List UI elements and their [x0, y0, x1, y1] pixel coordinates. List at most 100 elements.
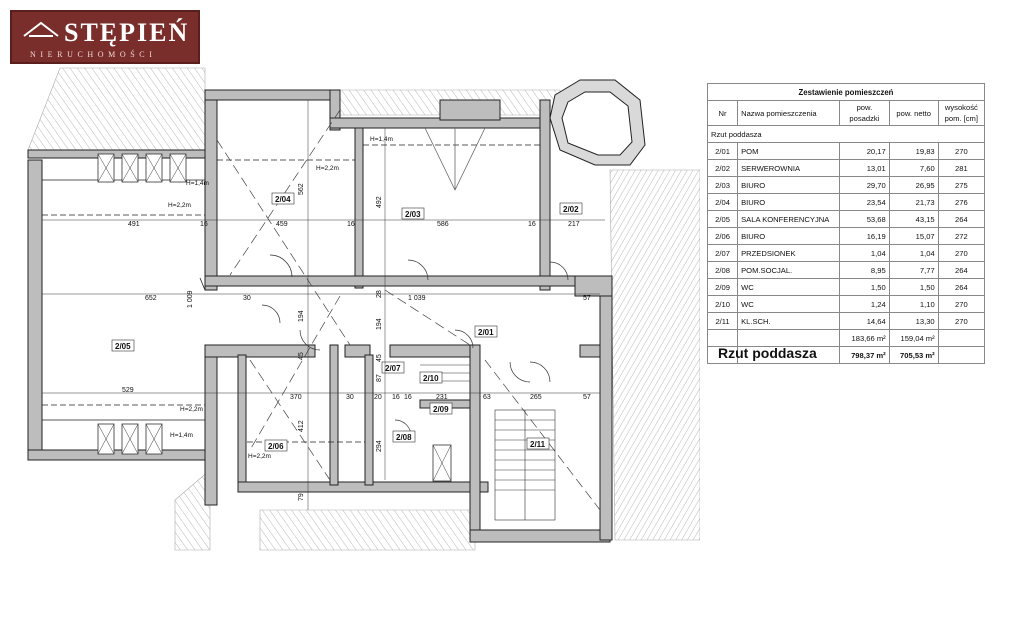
- dimension: 45: [376, 354, 383, 362]
- cell-height: 270: [937, 295, 986, 313]
- cell-name: KL.SCH.: [737, 312, 841, 330]
- cell-nr: 2/02: [706, 159, 739, 177]
- cell-nr: 2/07: [706, 244, 739, 262]
- cell-gross: 14,64: [839, 312, 890, 330]
- room-label-2-11: 2/11: [530, 440, 546, 449]
- height-note: H=1,4m: [170, 432, 193, 439]
- logo-brand: STĘPIEŃ: [64, 18, 190, 47]
- height-note: H=2,2m: [180, 406, 203, 413]
- cell-height: 272: [937, 227, 986, 245]
- dimension: 63: [483, 394, 491, 401]
- dimension: 294: [376, 440, 383, 452]
- col-name: Nazwa pomieszczenia: [737, 100, 841, 126]
- dimension: 217: [568, 221, 580, 228]
- logo-tagline: NIERUCHOMOŚCI: [30, 50, 157, 59]
- roof-left-top: [27, 67, 206, 151]
- dimension: 57: [583, 295, 591, 302]
- cell-height: 264: [937, 210, 986, 228]
- cell-net: 7,60: [888, 159, 939, 177]
- cell-gross: 53,68: [839, 210, 890, 228]
- table-title: Zestawienie pomieszczeń: [707, 83, 985, 101]
- floor-plan: 2/04 2/03 2/02 2/05 2/01 2/07 2/10 2/09 …: [27, 67, 700, 551]
- cell-net: 1,50: [888, 278, 939, 296]
- dimension: 529: [122, 387, 134, 394]
- dimension: 562: [298, 183, 305, 195]
- cell-nr: 2/09: [706, 278, 739, 296]
- corner-tower: [549, 79, 646, 166]
- cell-nr: 2/01: [706, 142, 739, 160]
- cell-net: 13,30: [888, 312, 939, 330]
- table-section: Rzut poddasza: [707, 125, 985, 143]
- dimension: 16: [392, 394, 400, 401]
- cell-name: PRZEDSIONEK: [737, 244, 841, 262]
- cell-height: 270: [937, 244, 986, 262]
- cell-nr: 2/08: [706, 261, 739, 279]
- total-gross: 798,37 m²: [839, 346, 890, 364]
- cell-nr: 2/04: [706, 193, 739, 211]
- cell-name: BIURO: [737, 193, 841, 211]
- cell-name: WC: [737, 295, 841, 313]
- room-labels: 2/04 2/03 2/02 2/05 2/01 2/07 2/10 2/09 …: [111, 192, 583, 452]
- cell-gross: 16,19: [839, 227, 890, 245]
- dimension: 57: [583, 394, 591, 401]
- dimension: 30: [346, 394, 354, 401]
- room-label-2-10: 2/10: [423, 374, 439, 383]
- cell-net: 26,95: [888, 176, 939, 194]
- dimension: 87: [376, 374, 383, 382]
- cell-net: 21,73: [888, 193, 939, 211]
- dimension: 459: [276, 221, 288, 228]
- dimension: 16: [347, 221, 355, 228]
- room-label-2-05: 2/05: [115, 342, 131, 351]
- roof-bottom-mid: [259, 509, 476, 551]
- cell-gross: 8,95: [839, 261, 890, 279]
- cell-gross: 1,50: [839, 278, 890, 296]
- dimension: 265: [530, 394, 542, 401]
- cell-nr: 2/11: [706, 312, 739, 330]
- subtotal-gross: 183,66 m²: [839, 329, 890, 347]
- cell-net: 1,04: [888, 244, 939, 262]
- room-schedule: Zestawienie pomieszczeń Nr Nazwa pomiesz…: [706, 83, 986, 364]
- plan-caption: Rzut poddasza: [718, 345, 817, 361]
- dimension: 412: [298, 420, 305, 432]
- cell-height: 270: [937, 142, 986, 160]
- cell-net: 43,15: [888, 210, 939, 228]
- room-label-2-09: 2/09: [433, 405, 449, 414]
- cell-nr: 2/06: [706, 227, 739, 245]
- col-gross: pow. posadzki: [839, 100, 890, 126]
- company-logo: STĘPIEŃ NIERUCHOMOŚCI: [10, 10, 200, 64]
- house-logo-icon: [23, 21, 59, 37]
- cell-name: SALA KONFERENCYJNA: [737, 210, 841, 228]
- cell-name: POM.SOCJAL.: [737, 261, 841, 279]
- cell-height: 276: [937, 193, 986, 211]
- dimension: 16: [404, 394, 412, 401]
- cell-height: 281: [937, 159, 986, 177]
- cell-net: 1,10: [888, 295, 939, 313]
- cell-name: WC: [737, 278, 841, 296]
- height-note: H=1,4m: [186, 180, 209, 187]
- cell-gross: 1,24: [839, 295, 890, 313]
- cell-gross: 20,17: [839, 142, 890, 160]
- cell-gross: 13,01: [839, 159, 890, 177]
- dimension: 1 009: [187, 290, 194, 308]
- col-nr: Nr: [706, 100, 739, 126]
- dimension: 652: [145, 295, 157, 302]
- dimension: 194: [298, 310, 305, 322]
- cell-net: 19,83: [888, 142, 939, 160]
- dimension: 20: [374, 394, 382, 401]
- roof-right: [609, 169, 700, 541]
- cell-nr: 2/03: [706, 176, 739, 194]
- room-label-2-07: 2/07: [385, 364, 401, 373]
- cell-gross: 29,70: [839, 176, 890, 194]
- room-label-2-01: 2/01: [478, 328, 494, 337]
- dimension: 1 039: [408, 295, 426, 302]
- room-schedule-table: Zestawienie pomieszczeń Nr Nazwa pomiesz…: [706, 83, 986, 364]
- room-label-2-04: 2/04: [275, 195, 291, 204]
- cell-height: 270: [937, 312, 986, 330]
